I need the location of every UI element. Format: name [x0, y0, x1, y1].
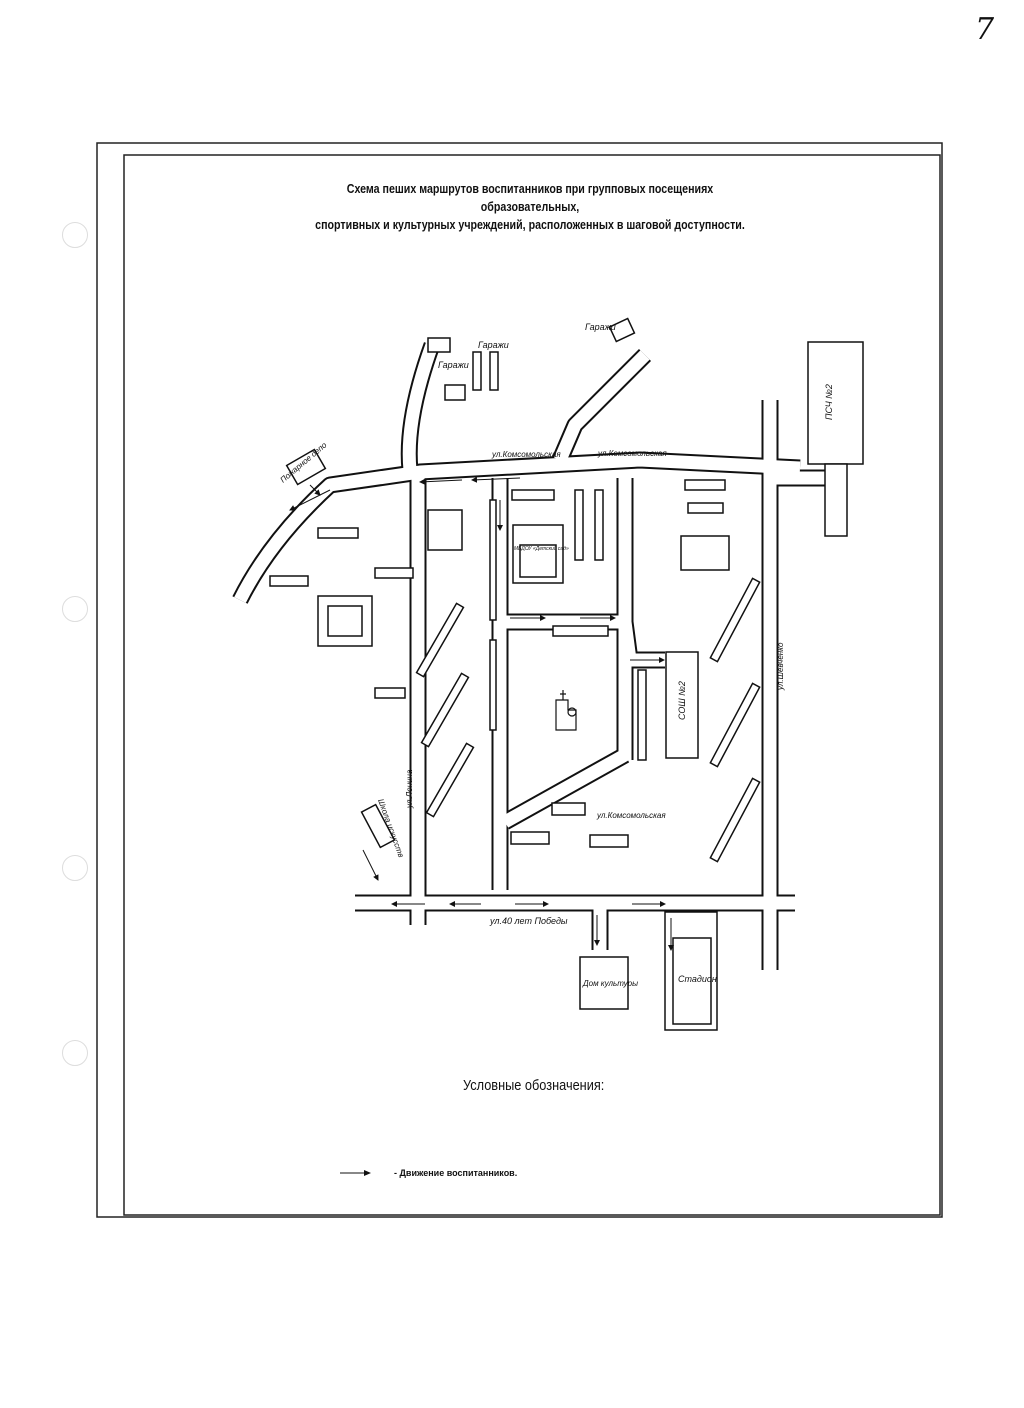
building	[574, 489, 584, 561]
building	[594, 489, 604, 561]
label-kindergarten: МБДОУ «Детский сад»	[514, 545, 569, 552]
page-frame-inner	[123, 154, 941, 1216]
title-line-2: спортивных и культурных учреждений, расп…	[315, 217, 745, 232]
label-stadium: Стадион	[678, 974, 717, 984]
art-school-building	[360, 803, 396, 849]
label-street: ул.Комсомольская	[597, 449, 667, 458]
route-arrow	[419, 478, 463, 485]
building	[374, 567, 414, 579]
building	[374, 687, 406, 699]
route-arrows	[289, 476, 674, 951]
arrow-right-icon	[340, 1170, 371, 1176]
building	[420, 672, 470, 748]
route-arrow	[362, 849, 379, 881]
building	[551, 802, 586, 816]
school-building	[665, 651, 699, 759]
house-of-culture-building	[579, 956, 629, 1010]
building	[709, 577, 761, 663]
church-icon	[555, 690, 577, 731]
punch-hole	[62, 596, 88, 622]
building	[511, 489, 555, 501]
page-number: 7	[975, 12, 995, 47]
building	[680, 535, 730, 571]
punch-hole	[62, 1040, 88, 1066]
punch-hole	[62, 855, 88, 881]
label-garages: Гаражи	[438, 360, 469, 370]
route-arrow	[309, 484, 321, 496]
fire-station-annex	[824, 463, 848, 537]
label-street-40-let-pobedy: ул.40 лет Победы	[489, 916, 568, 926]
fire-depot-building	[285, 448, 327, 486]
building	[427, 509, 463, 551]
legend-item-label: - Движение воспитанников.	[394, 1168, 518, 1178]
building	[269, 575, 309, 587]
roads	[232, 342, 830, 970]
route-arrow	[289, 489, 331, 511]
building	[552, 625, 609, 637]
kindergarten-inner	[519, 544, 557, 578]
buildings	[269, 317, 864, 1031]
label-street-east: ул.Шевченко	[776, 642, 785, 691]
building	[510, 831, 550, 845]
punch-hole	[62, 222, 88, 248]
building	[425, 742, 475, 818]
label-street: ул.Комсомольская	[491, 450, 561, 459]
building	[709, 777, 761, 863]
garage-building	[472, 351, 482, 391]
garage-building	[489, 351, 499, 391]
building	[709, 682, 761, 768]
garage-building	[444, 384, 466, 401]
building	[489, 639, 497, 731]
building	[589, 834, 629, 848]
label-fire-station: ПСЧ №2	[824, 384, 834, 420]
building	[637, 669, 647, 761]
building	[684, 479, 726, 491]
building	[489, 499, 497, 621]
route-arrow	[471, 476, 521, 483]
building-inner	[327, 605, 363, 637]
garage-building	[427, 337, 451, 353]
label-street: ул.Комсомольская	[596, 811, 666, 820]
label-garages: Гаражи	[478, 340, 509, 350]
legend-title: Условные обозначения:	[463, 1077, 605, 1094]
label-garages: Гаражи	[585, 322, 616, 332]
stadium-inner	[672, 937, 712, 1025]
title-line-1: Схема пеших маршрутов воспитанников при …	[346, 181, 714, 214]
building	[317, 527, 359, 539]
document-title: Схема пеших маршрутов воспитанников при …	[300, 180, 759, 234]
legend-item: - Движение воспитанников.	[340, 1168, 517, 1178]
fire-station-building	[807, 341, 864, 465]
page-frame-outer	[96, 142, 943, 1218]
garage-building	[608, 317, 636, 343]
label-school: СОШ №2	[677, 681, 687, 720]
building	[687, 502, 724, 514]
stadium-fence	[664, 911, 718, 1031]
label-street-lenina: ул.Ленина	[405, 769, 414, 809]
building	[415, 602, 465, 678]
label-house-of-culture: Дом культуры	[582, 979, 638, 988]
